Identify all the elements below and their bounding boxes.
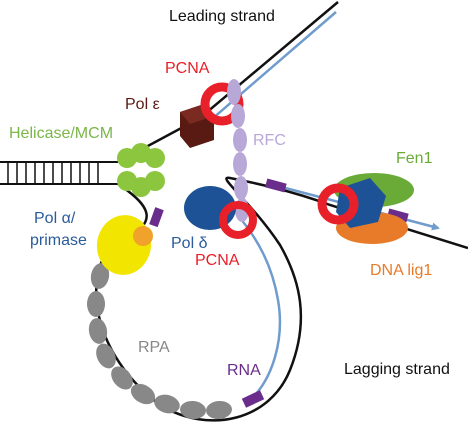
rpa-bead <box>130 383 156 405</box>
label-fen1: Fen1 <box>396 150 433 167</box>
lagging-strand-template <box>95 176 468 422</box>
rpa-bead <box>90 263 110 289</box>
rpa-bead <box>87 291 105 317</box>
pcna-ring-top <box>200 82 244 126</box>
label-rna: RNA <box>227 362 261 379</box>
rpa-bead <box>88 318 108 344</box>
rpa-bead <box>180 400 206 420</box>
rpa-bead <box>154 394 180 414</box>
label-helicase-mcm: Helicase/MCM <box>9 125 113 142</box>
label-pol-delta: Pol δ <box>171 235 208 252</box>
fen1-lig1-complex <box>317 173 414 244</box>
parental-duplex <box>0 161 118 185</box>
rna-primers <box>149 178 409 408</box>
label-leading-strand: Leading strand <box>169 8 275 25</box>
pcna-ring-bottom <box>219 201 257 239</box>
rpa-bead <box>111 366 133 390</box>
label-pcna-top: PCNA <box>165 60 210 77</box>
label-pol-alpha: Pol α/ <box>34 210 76 227</box>
label-dna-lig1: DNA lig1 <box>370 262 432 279</box>
rna-primer-alpha <box>149 207 164 228</box>
label-primase: primase <box>30 232 87 249</box>
lagging-strand-nascent <box>239 217 282 401</box>
primase-dot <box>133 226 153 246</box>
rpa-bead <box>96 343 116 369</box>
rna-primer-bottom <box>241 390 265 408</box>
label-pcna-bottom: PCNA <box>195 252 240 269</box>
label-lagging-strand: Lagging strand <box>344 361 450 378</box>
rpa-bead <box>206 400 232 420</box>
rna-primer-right <box>265 178 287 193</box>
leading-strand-template <box>117 1 339 164</box>
pcna-ring-right <box>317 183 359 225</box>
rna-primer-fen1 <box>387 208 409 223</box>
helicase-mcm <box>117 143 165 197</box>
rpa-chain <box>87 263 232 420</box>
label-pol-epsilon: Pol ε <box>125 96 160 113</box>
label-rfc: RFC <box>253 132 286 149</box>
pol-alpha-primase <box>96 215 153 275</box>
label-rpa: RPA <box>138 339 170 356</box>
